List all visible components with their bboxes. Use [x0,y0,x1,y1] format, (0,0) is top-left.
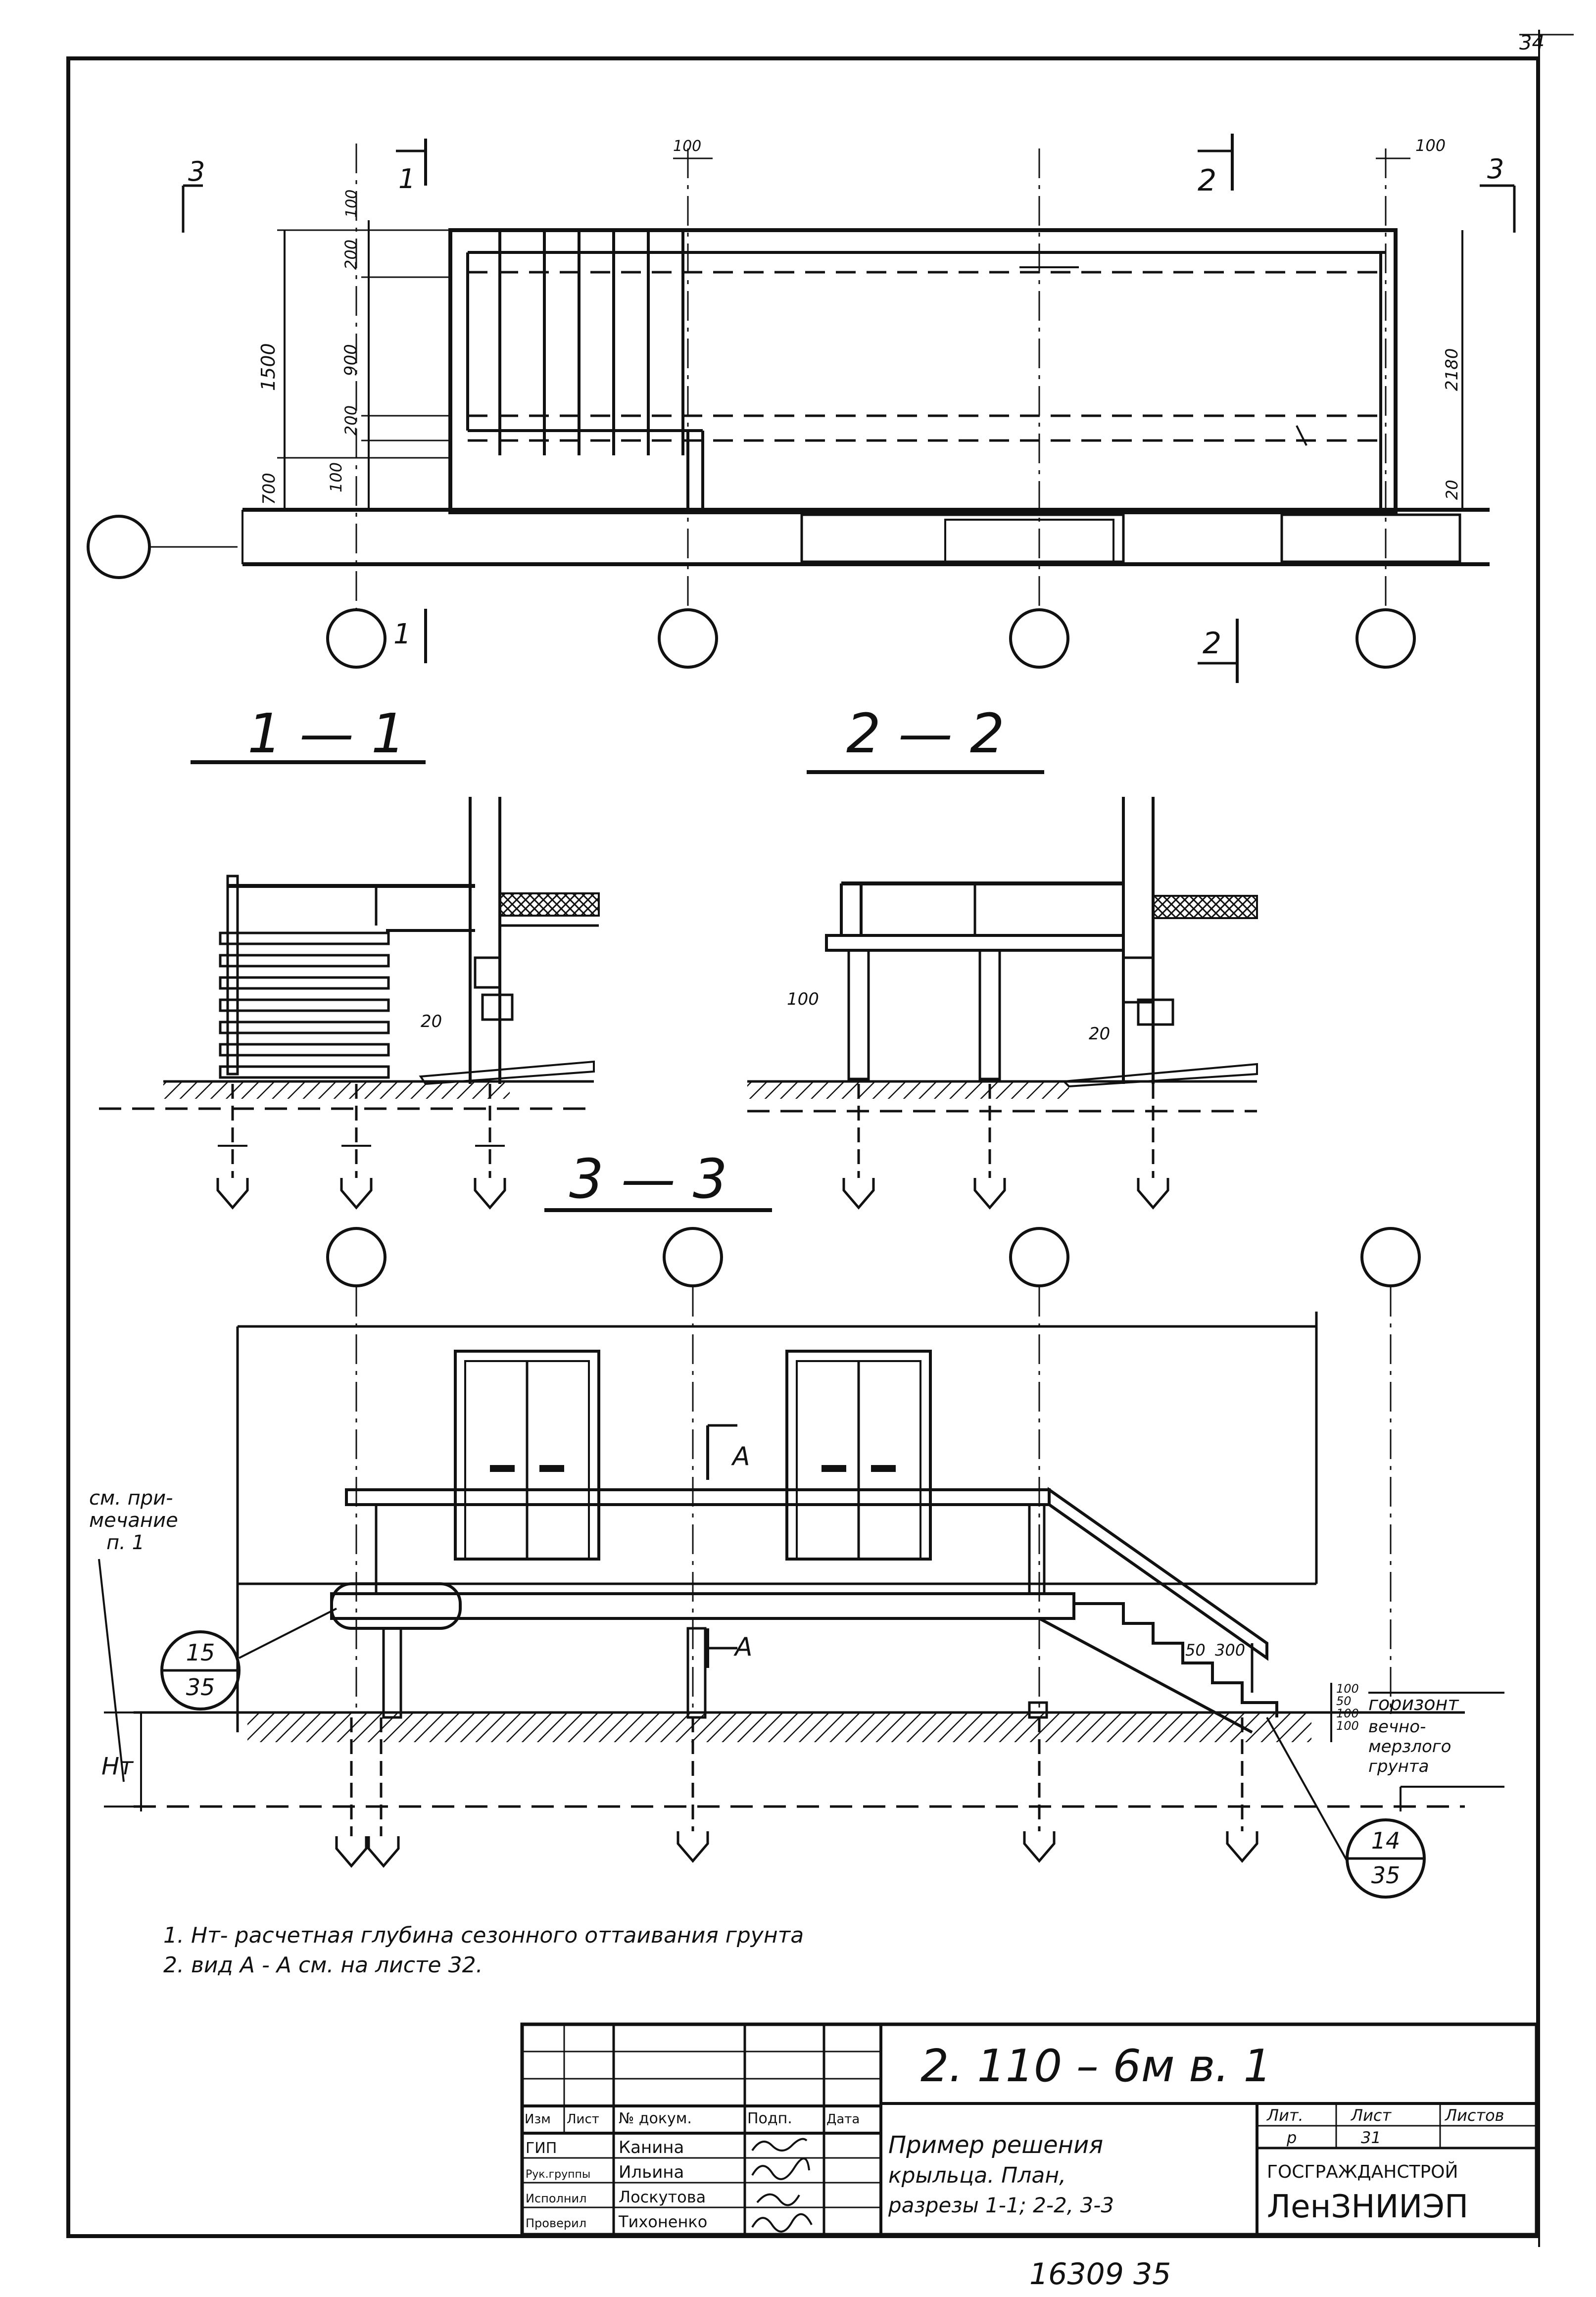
horizon-line-2: вечно- [1368,1717,1426,1737]
note-2: 2. вид А - А см. на листе 32. [163,1953,483,1978]
note-1: 1. Нт- расчетная глубина сезонного оттаи… [163,1923,804,1948]
callout-right-top: 14 [1371,1827,1401,1854]
vert-dim-2: 50 [1336,1694,1352,1708]
vert-dim-4: 100 [1336,1719,1359,1733]
tb-header-doc: № докум. [619,2110,692,2127]
plan-dim-left-2: 200 [341,240,360,270]
section-2-2-dim-a: 100 [787,989,819,1009]
title-block: Изм Лист № докум. Подп. Дата ГИП Рук.гру… [520,2022,1539,2237]
signature-4 [751,2213,813,2233]
section-2-2-dim-b: 20 [1089,1024,1110,1044]
plan-dim-top-2: 100 [1415,136,1446,155]
tb-name-2: Ильина [619,2162,684,2182]
section-mark-2-top: 2 [1198,163,1216,198]
plan-dim-right-1: 2180 [1442,348,1462,391]
plan-dim-left-1: 100 [343,190,360,218]
section-1-1-title: 1 — 1 [247,702,406,765]
tb-org-1: ГОСГРАЖДАНСТРОЙ [1267,2161,1458,2182]
view-mark-a-bottom: A [733,1632,753,1662]
plan-dim-left-6: 700 [259,473,279,505]
section-mark-1-bottom: 1 [393,618,411,650]
note-ref-line-3: п. 1 [106,1531,145,1554]
plan-view: 100 200 1500 900 200 700 100 2180 20 100… [87,134,1516,683]
tb-code: 2. 110 – 6м в. 1 [920,2040,1272,2092]
tb-name-3: Лоскутова [619,2188,706,2206]
section-2-2: 2 — 2 100 20 [747,702,1258,1210]
plan-dim-left-5: 200 [341,405,360,436]
tb-stage-header-2: Лист [1351,2106,1392,2125]
tb-desc-1: Пример решения [888,2131,1103,2159]
horizon-line-4: грунта [1368,1757,1429,1776]
tb-name-4: Тихоненко [618,2212,707,2231]
signature-2 [751,2157,810,2180]
note-ref-line-2: мечание [89,1509,178,1532]
tb-role-3: Исполнил [526,2192,587,2205]
horizon-line-1: горизонт [1368,1693,1459,1714]
footer-number: 16309 35 [1029,2257,1171,2292]
tb-name-1: Канина [619,2138,684,2157]
tb-header-list: Лист [567,2112,599,2127]
plan-dim-right-2: 20 [1443,480,1461,500]
section-mark-1-top: 1 [398,163,415,195]
section-3-3-title: 3 — 3 [569,1147,727,1211]
vert-dim-1: 100 [1336,1682,1359,1696]
corner-mark: 34 [1519,32,1545,54]
vert-dim-3: 100 [1336,1707,1359,1720]
signature-3 [756,2193,800,2206]
tb-header-date: Дата [826,2112,860,2127]
tb-role-4: Проверил [526,2216,586,2230]
plan-dim-left-4: 900 [341,344,361,376]
section-3-3: 3 — 3 A [89,1147,1504,1899]
callout-left-bottom: 35 [186,1674,215,1701]
callout-right-bottom: 35 [1371,1862,1401,1889]
section-mark-3-left: 3 [188,156,205,187]
tb-desc-3: разрезы 1-1; 2-2, 3-3 [888,2193,1114,2217]
ht-label: Нт [101,1753,134,1780]
plan-dim-left-3: 1500 [257,343,279,391]
tb-stage-value-1: р [1286,2128,1297,2147]
tb-header-izm: Изм [525,2112,551,2127]
tb-role-1: ГИП [526,2140,557,2157]
stair-dim-1: 50 [1185,1641,1206,1660]
tb-stage-header-1: Лит. [1266,2106,1304,2125]
plan-dim-top-1: 100 [673,138,701,155]
sheet-frame: 34 [66,30,1574,2247]
notes: 1. Нт- расчетная глубина сезонного оттаи… [163,1923,804,1978]
tb-role-2: Рук.группы [526,2168,590,2181]
tb-org-2: ЛенЗНИИЭП [1267,2189,1468,2225]
note-ref-line-1: см. при- [89,1487,173,1510]
section-1-1-dim: 20 [421,1012,442,1031]
signature-1 [751,2138,808,2151]
section-2-2-title: 2 — 2 [846,702,1005,765]
tb-stage-header-3: Листов [1445,2106,1504,2125]
section-mark-2-bottom: 2 [1203,626,1221,661]
section-1-1: 1 — 1 20 [99,702,600,1210]
tb-desc-2: крыльца. План, [888,2163,1066,2188]
stair-dim-2: 300 [1215,1641,1245,1660]
plan-dim-left-7: 100 [327,462,345,492]
view-mark-a-top: A [731,1442,750,1471]
tb-stage-value-2: 31 [1361,2128,1381,2147]
horizon-line-3: мерзлого [1368,1737,1451,1757]
tb-header-sign: Подп. [747,2110,792,2127]
callout-left-top: 15 [186,1639,215,1666]
section-mark-3-right: 3 [1487,153,1504,185]
